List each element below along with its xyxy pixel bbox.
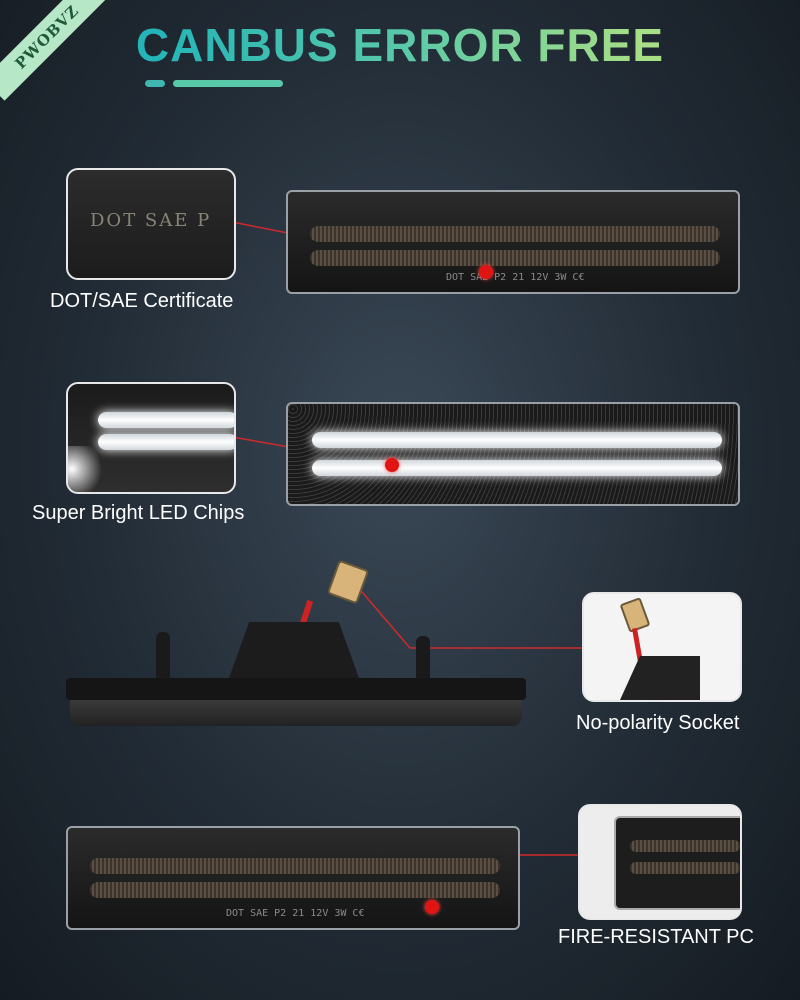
- pc-detail-image: [578, 804, 742, 920]
- lamp-marking-bottom: DOT SAE P2 21 12V 3W C€: [226, 908, 365, 919]
- decoration-bar-left: [145, 80, 165, 87]
- feature-label-dot-sae: DOT/SAE Certificate: [50, 290, 234, 312]
- lamp-side-view: [66, 559, 526, 730]
- headline: CANBUS ERROR FREE: [0, 18, 800, 72]
- dot-sae-detail-image: DOT SAE P: [66, 168, 236, 280]
- feature-label-socket: No-polarity Socket: [576, 712, 740, 734]
- feature-label-pc: FIRE-RESISTANT PC: [558, 926, 754, 948]
- feature-label-led-chips: Super Bright LED Chips: [32, 502, 245, 524]
- led-chips-detail-image: [66, 382, 236, 494]
- callout-dot-led-chips: [385, 458, 399, 472]
- lamp-front-smoked: DOT SAE P2 21 12V 3W C€: [66, 826, 520, 930]
- decoration-bar-right: [173, 80, 283, 87]
- lamp-marking: DOT SAE P2 21 12V 3W C€: [446, 272, 585, 283]
- callout-dot-pc: [425, 900, 439, 914]
- socket-detail-image: [582, 592, 742, 702]
- lamp-unlit: DOT SAE P2 21 12V 3W C€: [286, 190, 740, 294]
- callout-dot-dot-sae: [479, 265, 493, 279]
- dot-sae-detail-text: DOT SAE P: [90, 210, 212, 231]
- socket-connector: [326, 559, 370, 605]
- lamp-lit: [286, 402, 740, 506]
